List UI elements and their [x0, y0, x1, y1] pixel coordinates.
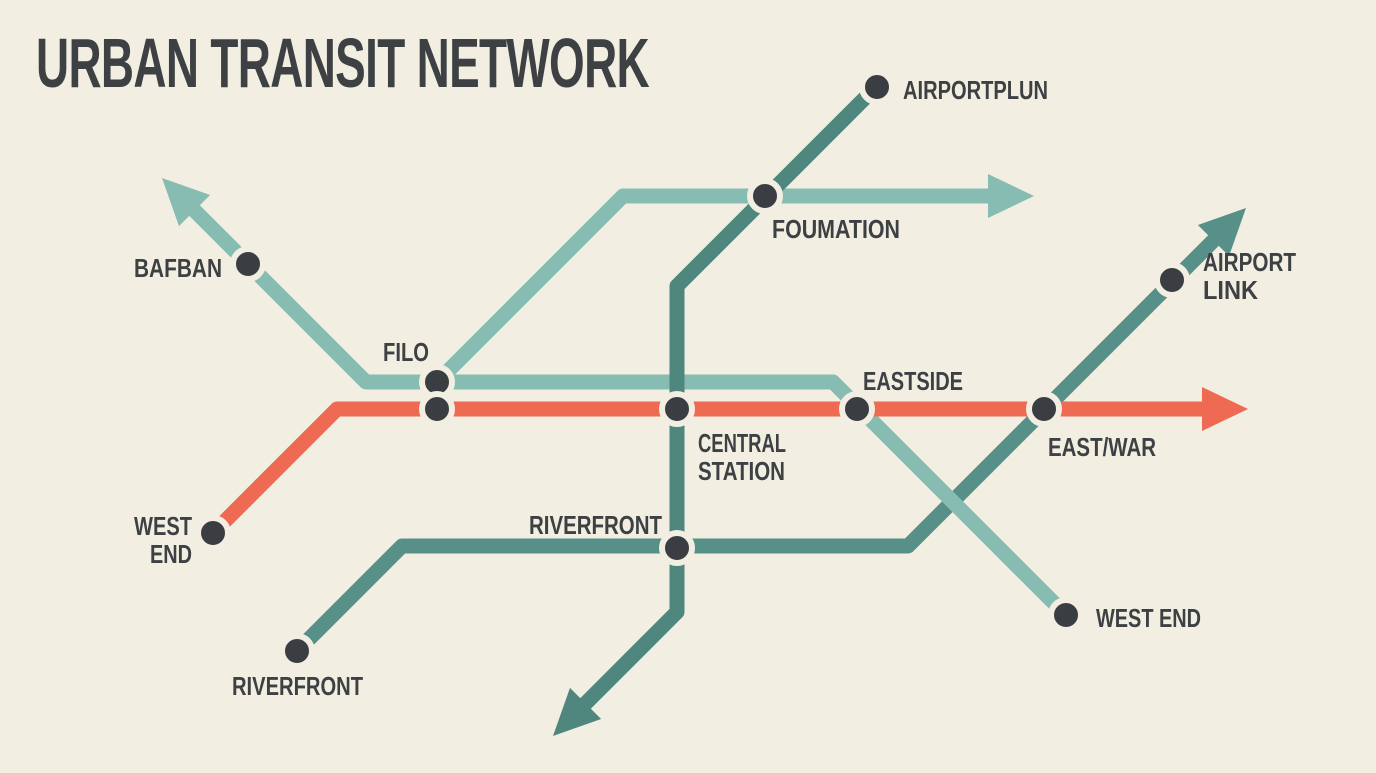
station-label-airportplun: AIRPORTPLUN — [903, 75, 1048, 105]
station-label-riverfront-left: RIVERFRONT — [232, 671, 363, 701]
station-dot-foumation — [747, 178, 783, 214]
station-label-airport-link-line2: LINK — [1203, 275, 1258, 305]
station-label-east-war: EAST/WAR — [1048, 432, 1156, 462]
red-line-arrowhead-icon — [1202, 387, 1248, 431]
station-dot-west-end-right — [1048, 597, 1084, 633]
station-label-west-end-right: WEST END — [1096, 603, 1201, 633]
teal-light-line-main-path — [186, 202, 1074, 623]
station-label-riverfront-center: RIVERFRONT — [529, 510, 662, 540]
station-dot-bafban — [230, 246, 266, 282]
page-title: URBAN TRANSIT NETWORK — [36, 24, 649, 102]
station-label-central-station-line1: CENTRAL — [698, 428, 786, 458]
red-line-path — [205, 401, 1210, 541]
station-dot-eastside — [839, 391, 875, 427]
station-label-eastside: EASTSIDE — [863, 366, 963, 396]
station-label-west-end-left-line2: END — [150, 539, 192, 569]
station-dot-riverfront-left — [279, 633, 315, 669]
station-dot-central-station — [659, 391, 695, 427]
teal-mid-line-arrowhead-icon — [1197, 208, 1246, 257]
station-dot-filo-red — [419, 391, 455, 427]
teal-mid-line-path — [289, 231, 1223, 659]
teal-light-line-left-arrowhead-icon — [162, 178, 211, 227]
station-dot-airportplun — [859, 69, 895, 105]
station-dot-west-end-left — [195, 515, 231, 551]
teal-light-line-branch-path — [429, 188, 1006, 390]
station-dot-east-war — [1026, 391, 1062, 427]
station-dot-riverfront-center — [659, 530, 695, 566]
station-label-foumation: FOUMATION — [772, 214, 900, 244]
station-dot-airport-link — [1154, 262, 1190, 298]
station-label-west-end-left-line1: WEST — [134, 511, 192, 541]
station-label-central-station-line2: STATION — [698, 456, 785, 486]
teal-dark-line-arrowhead-icon — [553, 687, 602, 736]
station-label-bafban: BAFBAN — [134, 253, 222, 283]
teal-light-line-right-arrowhead-icon — [988, 174, 1034, 218]
station-label-airport-link-line1: AIRPORT — [1203, 247, 1296, 277]
station-label-filo: FILO — [383, 337, 429, 367]
